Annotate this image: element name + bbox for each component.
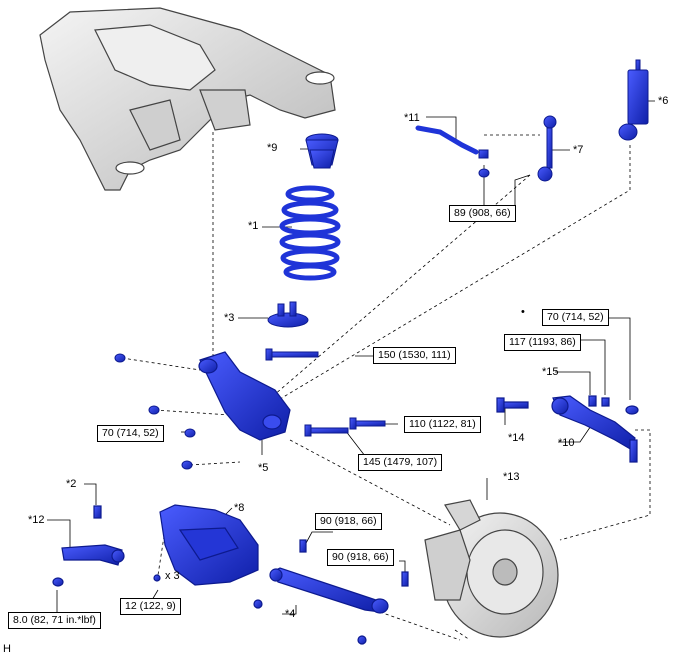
torque-90-a: 90 (918, 66) bbox=[315, 513, 382, 530]
torque-89: 89 (908, 66) bbox=[449, 205, 516, 222]
torque-110: 110 (1122, 81) bbox=[404, 416, 481, 433]
torque-12: 12 (122, 9) bbox=[120, 598, 181, 615]
callout-5: *5 bbox=[258, 462, 269, 474]
callout-9: *9 bbox=[267, 142, 278, 154]
torque-117: 117 (1193, 86) bbox=[504, 334, 581, 351]
stabilizer-link bbox=[537, 115, 557, 182]
callout-7: *7 bbox=[573, 144, 584, 156]
torque-90-b: 90 (918, 66) bbox=[327, 549, 394, 566]
torque-70-left: 70 (714, 52) bbox=[97, 425, 164, 442]
callout-12: *12 bbox=[28, 514, 45, 526]
lower-arm-cover bbox=[153, 504, 259, 586]
callout-13: *13 bbox=[503, 471, 520, 483]
rear-lower-arm bbox=[198, 351, 291, 441]
coil-spring bbox=[279, 185, 341, 281]
callout-14: *14 bbox=[508, 432, 525, 444]
lateral-link bbox=[253, 539, 409, 645]
callout-10: *10 bbox=[558, 437, 575, 449]
corner-mark: H bbox=[3, 643, 11, 655]
torque-8: 8.0 (82, 71 in.*lbf) bbox=[8, 612, 101, 629]
torque-145: 145 (1479, 107) bbox=[358, 454, 443, 471]
callout-3: *3 bbox=[224, 312, 235, 324]
callout-15: *15 bbox=[542, 366, 559, 378]
stabilizer-nut bbox=[478, 149, 490, 178]
spring-upper-insulator bbox=[305, 133, 339, 169]
callout-1: *1 bbox=[248, 220, 259, 232]
bolts bbox=[114, 348, 386, 470]
quantity-x3: x 3 bbox=[165, 570, 180, 582]
bullet-marker: • bbox=[521, 306, 525, 318]
torque-150: 150 (1530, 111) bbox=[373, 347, 456, 364]
rear-axle-hub-and-brake bbox=[424, 499, 559, 638]
shock-absorber bbox=[618, 59, 649, 141]
stabilizer-bar bbox=[415, 125, 479, 155]
callout-11: *11 bbox=[404, 112, 420, 124]
rear-suspension-subframe bbox=[39, 7, 336, 191]
spring-lower-insulator bbox=[267, 301, 309, 328]
callout-8: *8 bbox=[234, 502, 245, 514]
callout-2: *2 bbox=[66, 478, 77, 490]
rear-upper-arm bbox=[496, 395, 639, 463]
torque-70-upper: 70 (714, 52) bbox=[542, 309, 609, 326]
callout-6: *6 bbox=[658, 95, 669, 107]
toe-control-arm bbox=[52, 505, 125, 587]
callout-4: *4 bbox=[285, 608, 296, 620]
